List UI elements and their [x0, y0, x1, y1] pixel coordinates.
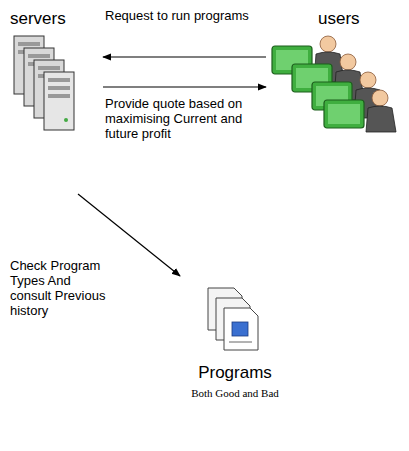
node-label: Programs — [160, 362, 310, 383]
program-documents — [208, 288, 258, 350]
edge-label: Check Program Types And consult Previous… — [10, 258, 110, 318]
node-caption: Both Good and Bad — [160, 387, 310, 401]
arrow-connector — [103, 56, 266, 57]
programs-node: ProgramsBoth Good and Bad — [160, 278, 310, 413]
server-node: servers — [6, 8, 101, 192]
users-node: users — [268, 8, 404, 138]
users-illustration — [272, 36, 396, 132]
arrow-connector — [103, 86, 266, 87]
edge-label: Request to run programs — [105, 8, 275, 23]
node-label: users — [318, 8, 404, 29]
edge-label: Provide quote based on maximising Curren… — [105, 96, 257, 141]
server-stack — [14, 36, 74, 130]
node-label: servers — [10, 8, 101, 29]
